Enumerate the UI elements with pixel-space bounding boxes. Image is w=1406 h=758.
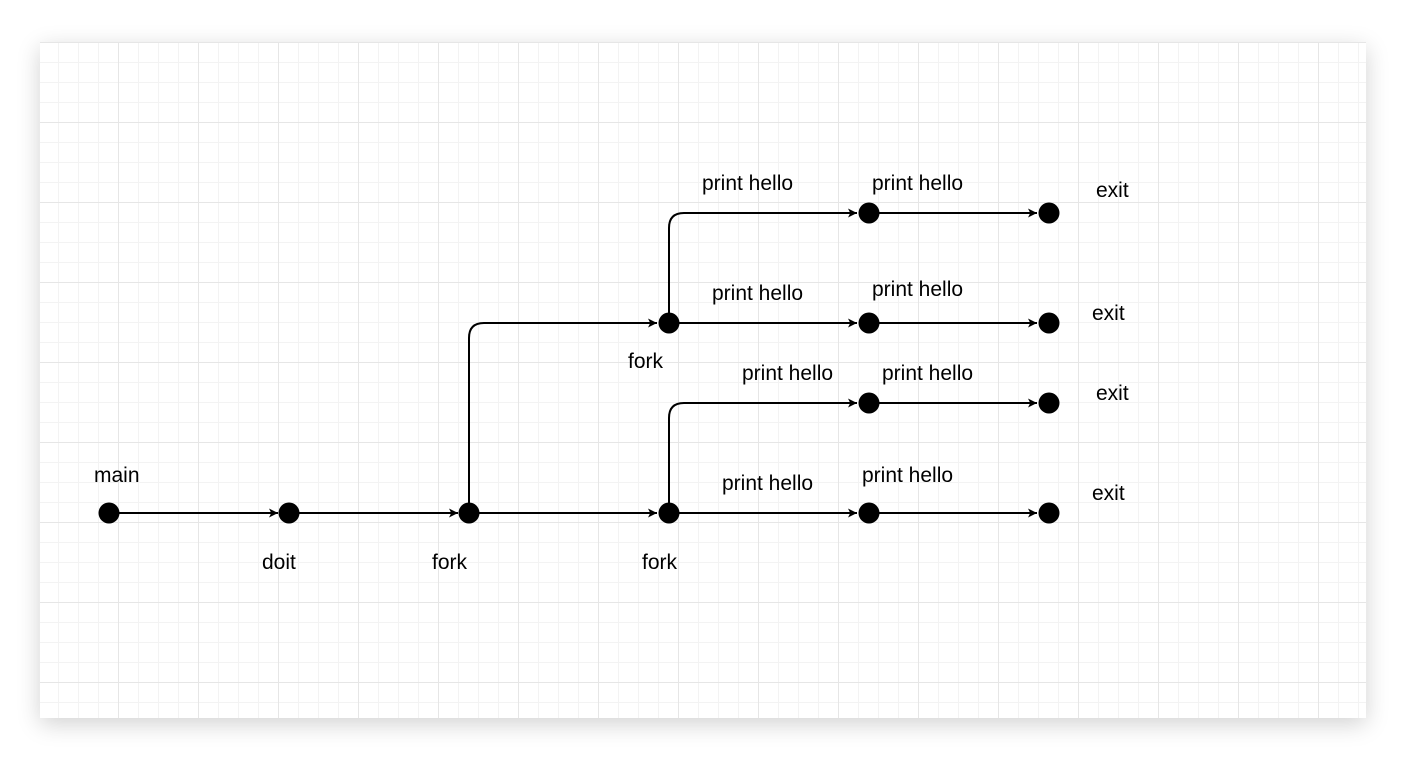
label-doit: doit	[262, 551, 296, 574]
label-exit-a: exit	[1096, 179, 1129, 202]
label-print-c2: print hello	[882, 362, 973, 385]
node-print-d	[858, 502, 880, 524]
label-fork1: fork	[432, 551, 468, 574]
node-print-b	[858, 312, 880, 334]
node-exit-a	[1038, 202, 1060, 224]
label-main: main	[94, 464, 140, 487]
node-exit-b	[1038, 312, 1060, 334]
node-exit-d	[1038, 502, 1060, 524]
label-fork3: fork	[642, 551, 678, 574]
diagram-canvas	[40, 42, 1366, 718]
label-exit-c: exit	[1096, 382, 1129, 405]
edge-fork3-print-c	[668, 398, 857, 513]
node-exit-c	[1038, 392, 1060, 414]
node-doit	[278, 502, 300, 524]
label-print-d2: print hello	[862, 464, 953, 487]
label-print-b1: print hello	[712, 282, 803, 305]
label-print-c1: print hello	[742, 362, 833, 385]
node-print-a	[858, 202, 880, 224]
node-fork3	[658, 502, 680, 524]
node-main	[98, 502, 120, 524]
label-print-a1: print hello	[702, 172, 793, 195]
label-print-d1: print hello	[722, 472, 813, 495]
label-print-a2: print hello	[872, 172, 963, 195]
label-exit-b: exit	[1092, 302, 1125, 325]
edge-fork1-fork2	[468, 318, 657, 513]
label-fork2: fork	[628, 350, 664, 373]
node-fork2	[658, 312, 680, 334]
label-exit-d: exit	[1092, 482, 1125, 505]
label-print-b2: print hello	[872, 278, 963, 301]
node-fork1	[458, 502, 480, 524]
node-print-c	[858, 392, 880, 414]
edge-fork2-print-a	[668, 208, 857, 323]
